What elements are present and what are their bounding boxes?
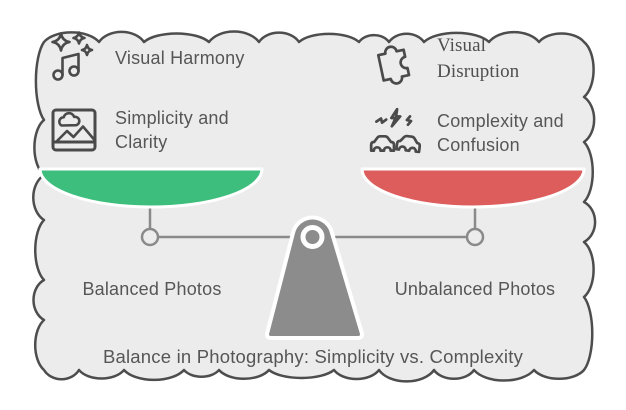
unbalanced-photos-label: Unbalanced Photos [394, 279, 556, 299]
right-pan-red [360, 167, 586, 209]
diagram-title: Balance in Photography: Simplicity vs. C… [102, 346, 524, 367]
music-sparkles-icon [51, 31, 94, 81]
left-item-visual-harmony: Visual Harmony [46, 30, 285, 86]
left-item-simplicity: Simplicity and Clarity [46, 102, 253, 158]
puzzle-icon [376, 45, 411, 85]
photo-icon [51, 108, 97, 152]
fulcrum-hole [300, 225, 325, 249]
right-item-label: Visual Disruption [437, 35, 520, 82]
left-item-label: Simplicity and Clarity [115, 108, 229, 152]
cloud-border [32, 30, 597, 383]
right-item-complexity: Complexity and Confusion [366, 104, 575, 162]
fulcrum [265, 215, 364, 340]
left-pan-green [38, 167, 264, 209]
left-pivot-circle [140, 227, 160, 247]
car-crash-icon [369, 107, 422, 154]
left-item-label: Visual Harmony [115, 48, 245, 68]
balanced-photos-label: Balanced Photos [82, 279, 222, 299]
right-item-label: Complexity and Confusion [437, 111, 564, 155]
right-pivot-circle [465, 227, 485, 247]
right-item-visual-disruption: Visual Disruption [366, 30, 549, 88]
